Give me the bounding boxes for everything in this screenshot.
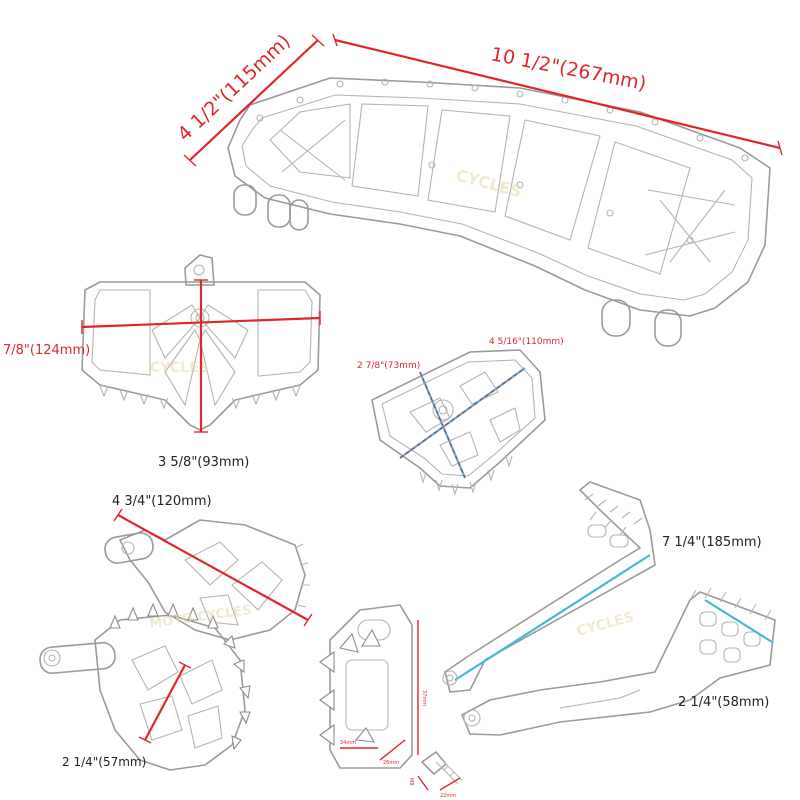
detail-spikes	[319, 628, 381, 747]
dimension-foot-length: 4 3/4"(120mm)	[112, 494, 313, 627]
label-lever-pad: 2 1/4"(58mm)	[678, 695, 769, 710]
peg-plate-teeth	[99, 385, 301, 410]
lever-lower: CYCLES	[461, 587, 776, 736]
dimension-foot-width: 2 1/4"(57mm)	[62, 661, 192, 769]
label-foot-length: 4 3/4"(120mm)	[112, 494, 212, 509]
label-lever-length: 7 1/4"(185mm)	[662, 535, 762, 550]
lever-upper	[442, 481, 656, 693]
dimension-small-width: 4 5/16"(110mm)	[399, 337, 564, 459]
mounting-tabs-left	[233, 184, 309, 231]
foot-peg-lower: MOTO CYCLES	[39, 602, 253, 771]
spike-detail-closeup: 37mm 34mm 26mm	[319, 604, 427, 769]
watermark-cycles-lever: CYCLES	[575, 609, 636, 640]
floorboard-studs	[256, 78, 749, 244]
watermark-cycles-peg: CYCLES	[150, 360, 209, 376]
label-detail-depth: 26mm	[383, 760, 399, 766]
label-foot-width: 2 1/4"(57mm)	[62, 755, 146, 769]
dimension-small-depth: 2 7/8"(73mm)	[357, 361, 467, 479]
small-peg	[371, 349, 546, 496]
label-big-depth: 4 1/2"(115mm)	[173, 30, 294, 145]
watermark-cycles: CYCLES	[454, 166, 524, 202]
label-detail-height: 37mm	[421, 690, 427, 706]
large-floorboard: CYCLES	[227, 77, 771, 347]
dimension-lever-length: 7 1/4"(185mm)	[454, 535, 762, 681]
label-small-width: 4 5/16"(110mm)	[489, 337, 564, 347]
label-peg-width: 7/8"(124mm)	[3, 343, 90, 358]
dimension-lever-pad: 2 1/4"(58mm)	[678, 599, 773, 710]
dimension-peg-depth: 3 5/8"(93mm)	[158, 279, 249, 470]
foot-peg-teeth	[109, 602, 251, 751]
bolt: M8 22mm	[408, 751, 463, 799]
label-bolt-dia: M8	[408, 778, 414, 786]
dimension-big-width: 10 1/2"(267mm)	[332, 33, 783, 156]
dimension-big-depth: 4 1/2"(115mm)	[173, 30, 325, 167]
label-peg-depth: 3 5/8"(93mm)	[158, 455, 249, 470]
foot-peg-upper	[104, 519, 310, 641]
label-small-depth: 2 7/8"(73mm)	[357, 361, 420, 371]
mounting-tabs-right	[601, 299, 682, 347]
watermark-moto-cycles: MOTO CYCLES	[148, 603, 252, 632]
label-bolt-length: 22mm	[440, 793, 456, 799]
label-detail-width: 34mm	[340, 740, 356, 746]
